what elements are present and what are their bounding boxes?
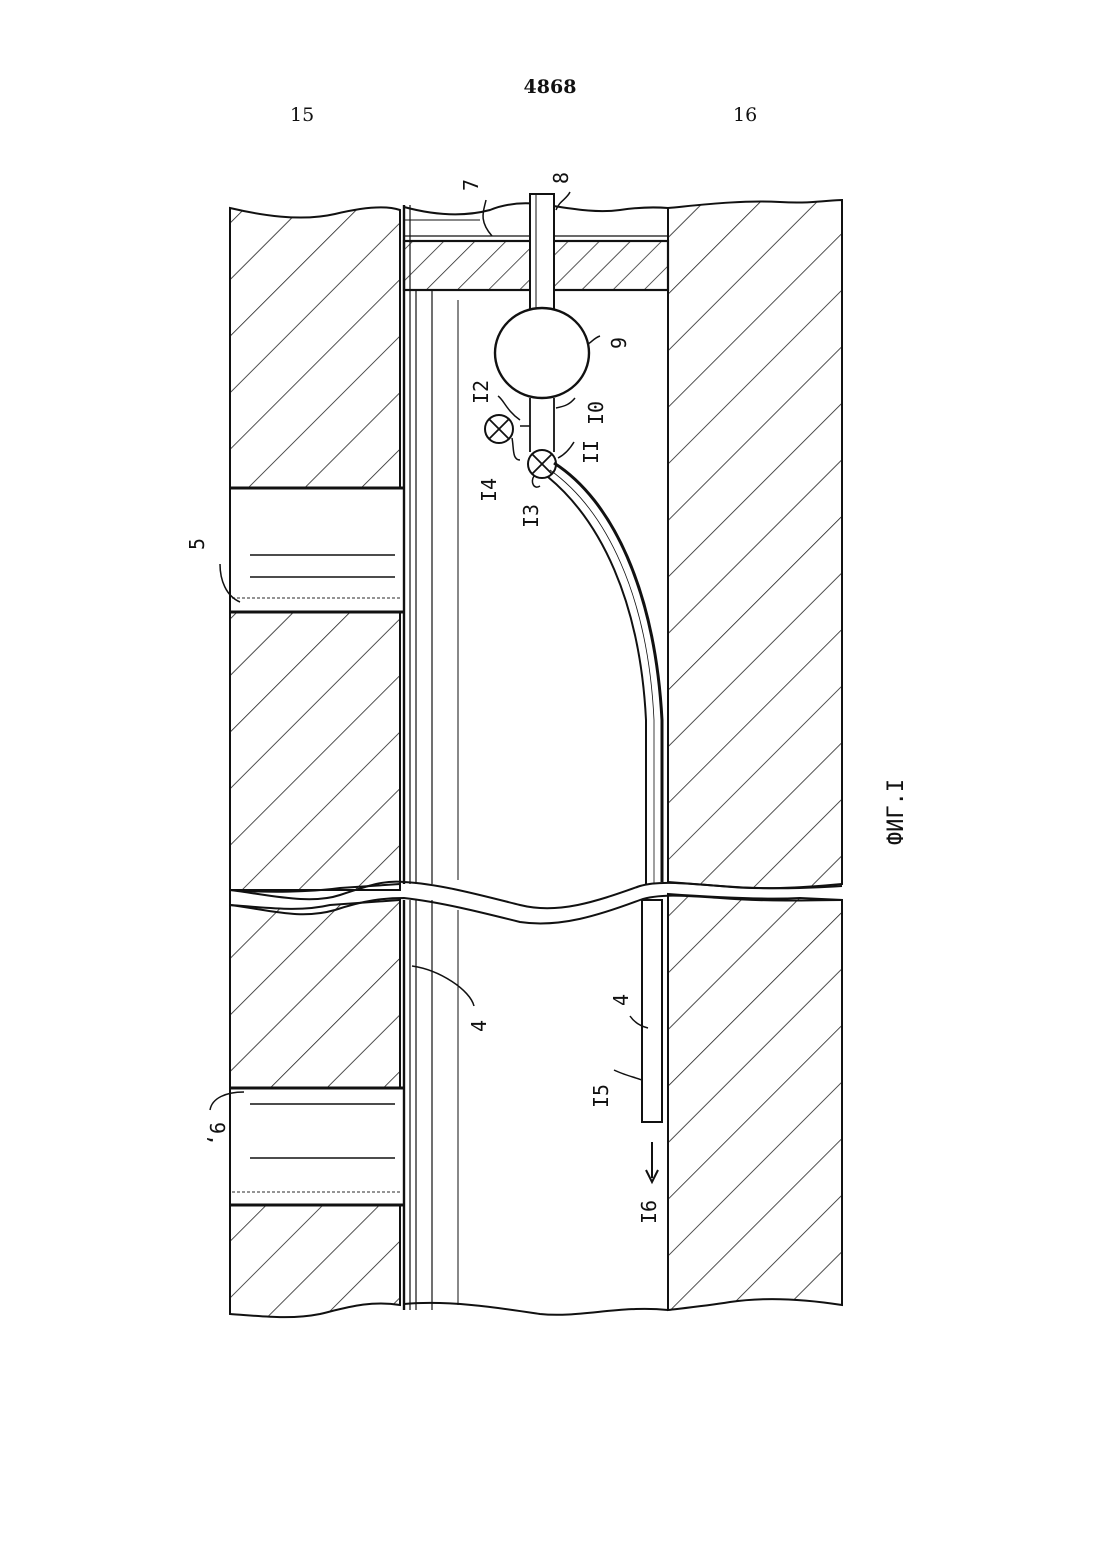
figure-caption: ФИГ.I — [884, 779, 909, 845]
label-7: 7 — [459, 179, 483, 191]
label-5: 5 — [185, 538, 209, 550]
side-channel-lower — [230, 1088, 404, 1205]
label-11: II — [579, 440, 603, 464]
lower-tube — [642, 900, 662, 1122]
label-12: I2 — [469, 380, 493, 404]
label-9: 9 — [607, 337, 631, 349]
label-4-left: 4 — [467, 1020, 491, 1032]
valve-14-icon — [485, 415, 513, 443]
feed-tube — [530, 194, 554, 310]
label-16: I6 — [637, 1200, 661, 1224]
left-wall-section — [230, 207, 400, 1317]
curved-tube — [548, 463, 662, 884]
label-4-right: 4 — [609, 994, 633, 1006]
label-13: I3 — [519, 504, 543, 528]
outlet-stem — [520, 398, 554, 452]
flow-arrow — [646, 1142, 658, 1182]
label-14: I4 — [477, 478, 501, 502]
label-10: I0 — [584, 401, 608, 425]
sphere-container — [495, 308, 589, 398]
label-9-comma: 9, — [205, 1122, 229, 1146]
valve-13-icon — [528, 450, 556, 478]
label-15: I5 — [589, 1084, 613, 1108]
side-channel-upper — [230, 488, 404, 612]
label-8: 8 — [549, 172, 573, 184]
right-wall-section — [668, 200, 842, 1310]
